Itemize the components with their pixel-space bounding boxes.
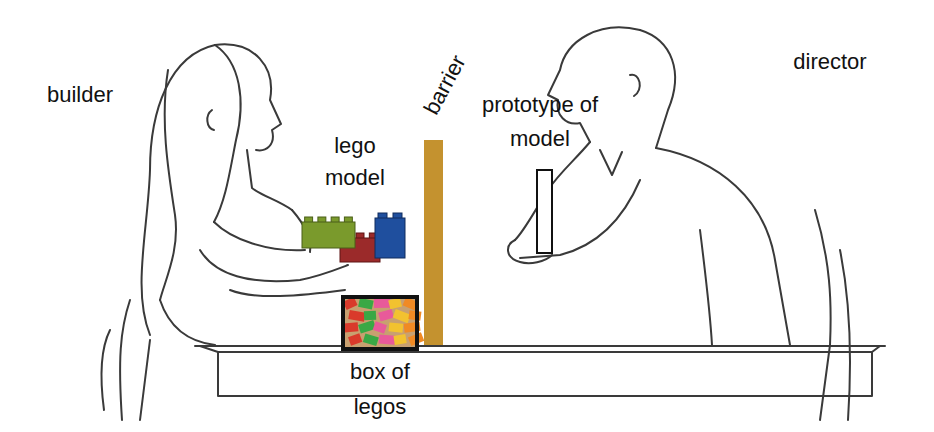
chair-outline	[820, 345, 830, 420]
lego-model: lego model	[295, 130, 415, 265]
builder-figure	[214, 222, 305, 250]
node-label: prototype of model	[480, 88, 600, 156]
builder-figure	[230, 290, 345, 296]
builder-figure	[160, 70, 176, 300]
prototype-block	[537, 170, 552, 253]
builder-figure	[247, 150, 292, 210]
builder-figure	[200, 250, 348, 281]
role-label: director	[793, 49, 866, 75]
chair-outline	[120, 300, 130, 420]
builder-figure	[207, 110, 214, 130]
chair-outline	[102, 330, 110, 410]
node-label: lego model	[315, 130, 395, 194]
chair-outline	[815, 210, 831, 345]
director-figure	[700, 230, 712, 345]
lego-box: box of legos	[330, 292, 430, 428]
table-top	[195, 345, 885, 347]
prototype-model: prototype of model	[480, 88, 600, 258]
table-edge	[218, 352, 872, 396]
chair-outline	[840, 250, 850, 420]
chair-outline	[140, 340, 150, 420]
director-figure	[656, 148, 790, 345]
node-label: barrier	[419, 51, 472, 119]
barrier-board	[424, 140, 443, 345]
builder-figure	[160, 300, 215, 345]
table-edge	[200, 346, 880, 352]
node-label: box of legos	[335, 354, 425, 424]
builder-figure	[214, 45, 241, 222]
director-figure	[640, 30, 675, 148]
director-figure	[630, 75, 640, 96]
box-outline	[343, 297, 417, 349]
role-label: builder	[47, 82, 113, 108]
builder-figure	[142, 45, 215, 335]
lego-pile	[343, 297, 424, 349]
builder-figure	[215, 44, 281, 150]
director-figure	[548, 27, 640, 142]
lego-brick	[302, 222, 355, 248]
director-figure	[600, 150, 622, 175]
lego-brick	[375, 218, 405, 258]
